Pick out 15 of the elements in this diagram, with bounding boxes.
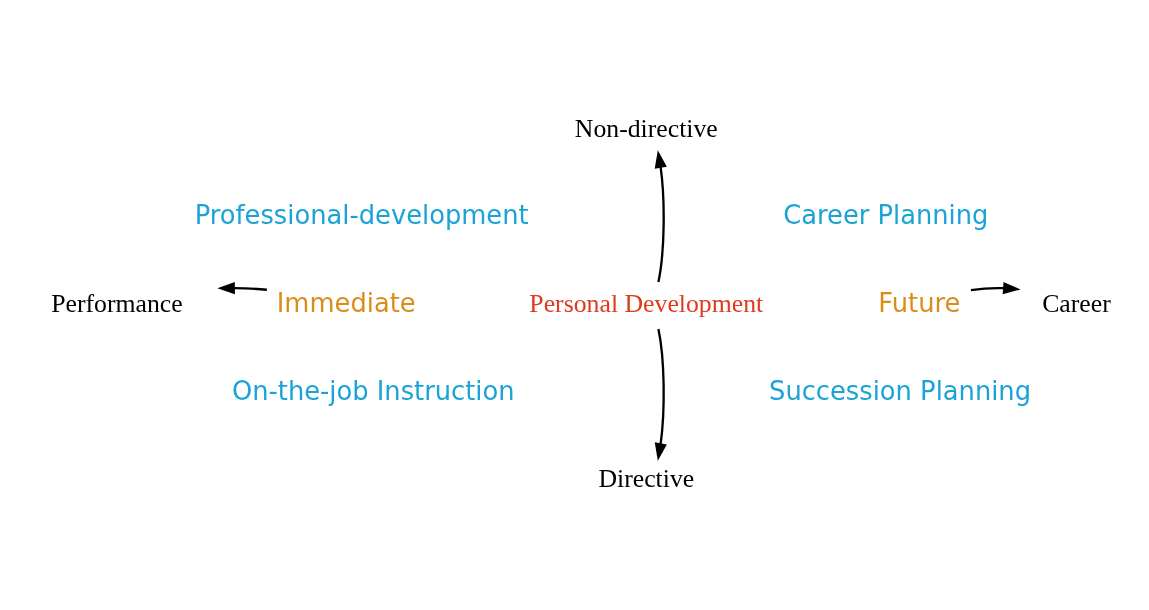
label: Career Planning (783, 199, 989, 230)
arrow (217, 281, 267, 294)
node-text: Immediate (276, 287, 416, 318)
node-text: Career (1042, 288, 1111, 318)
arrow (654, 328, 667, 461)
arrow (654, 149, 667, 282)
node-text: Personal Development (529, 288, 764, 318)
arrow (970, 281, 1021, 294)
node-text: Performance (51, 288, 183, 318)
label: Succession Planning (769, 375, 1032, 406)
label: On-the-job Instruction (231, 375, 515, 406)
node-text: Future (878, 287, 961, 318)
node-text: Directive (598, 463, 695, 493)
node-text: Non-directive (574, 113, 718, 143)
label: Professional-development (194, 199, 529, 230)
